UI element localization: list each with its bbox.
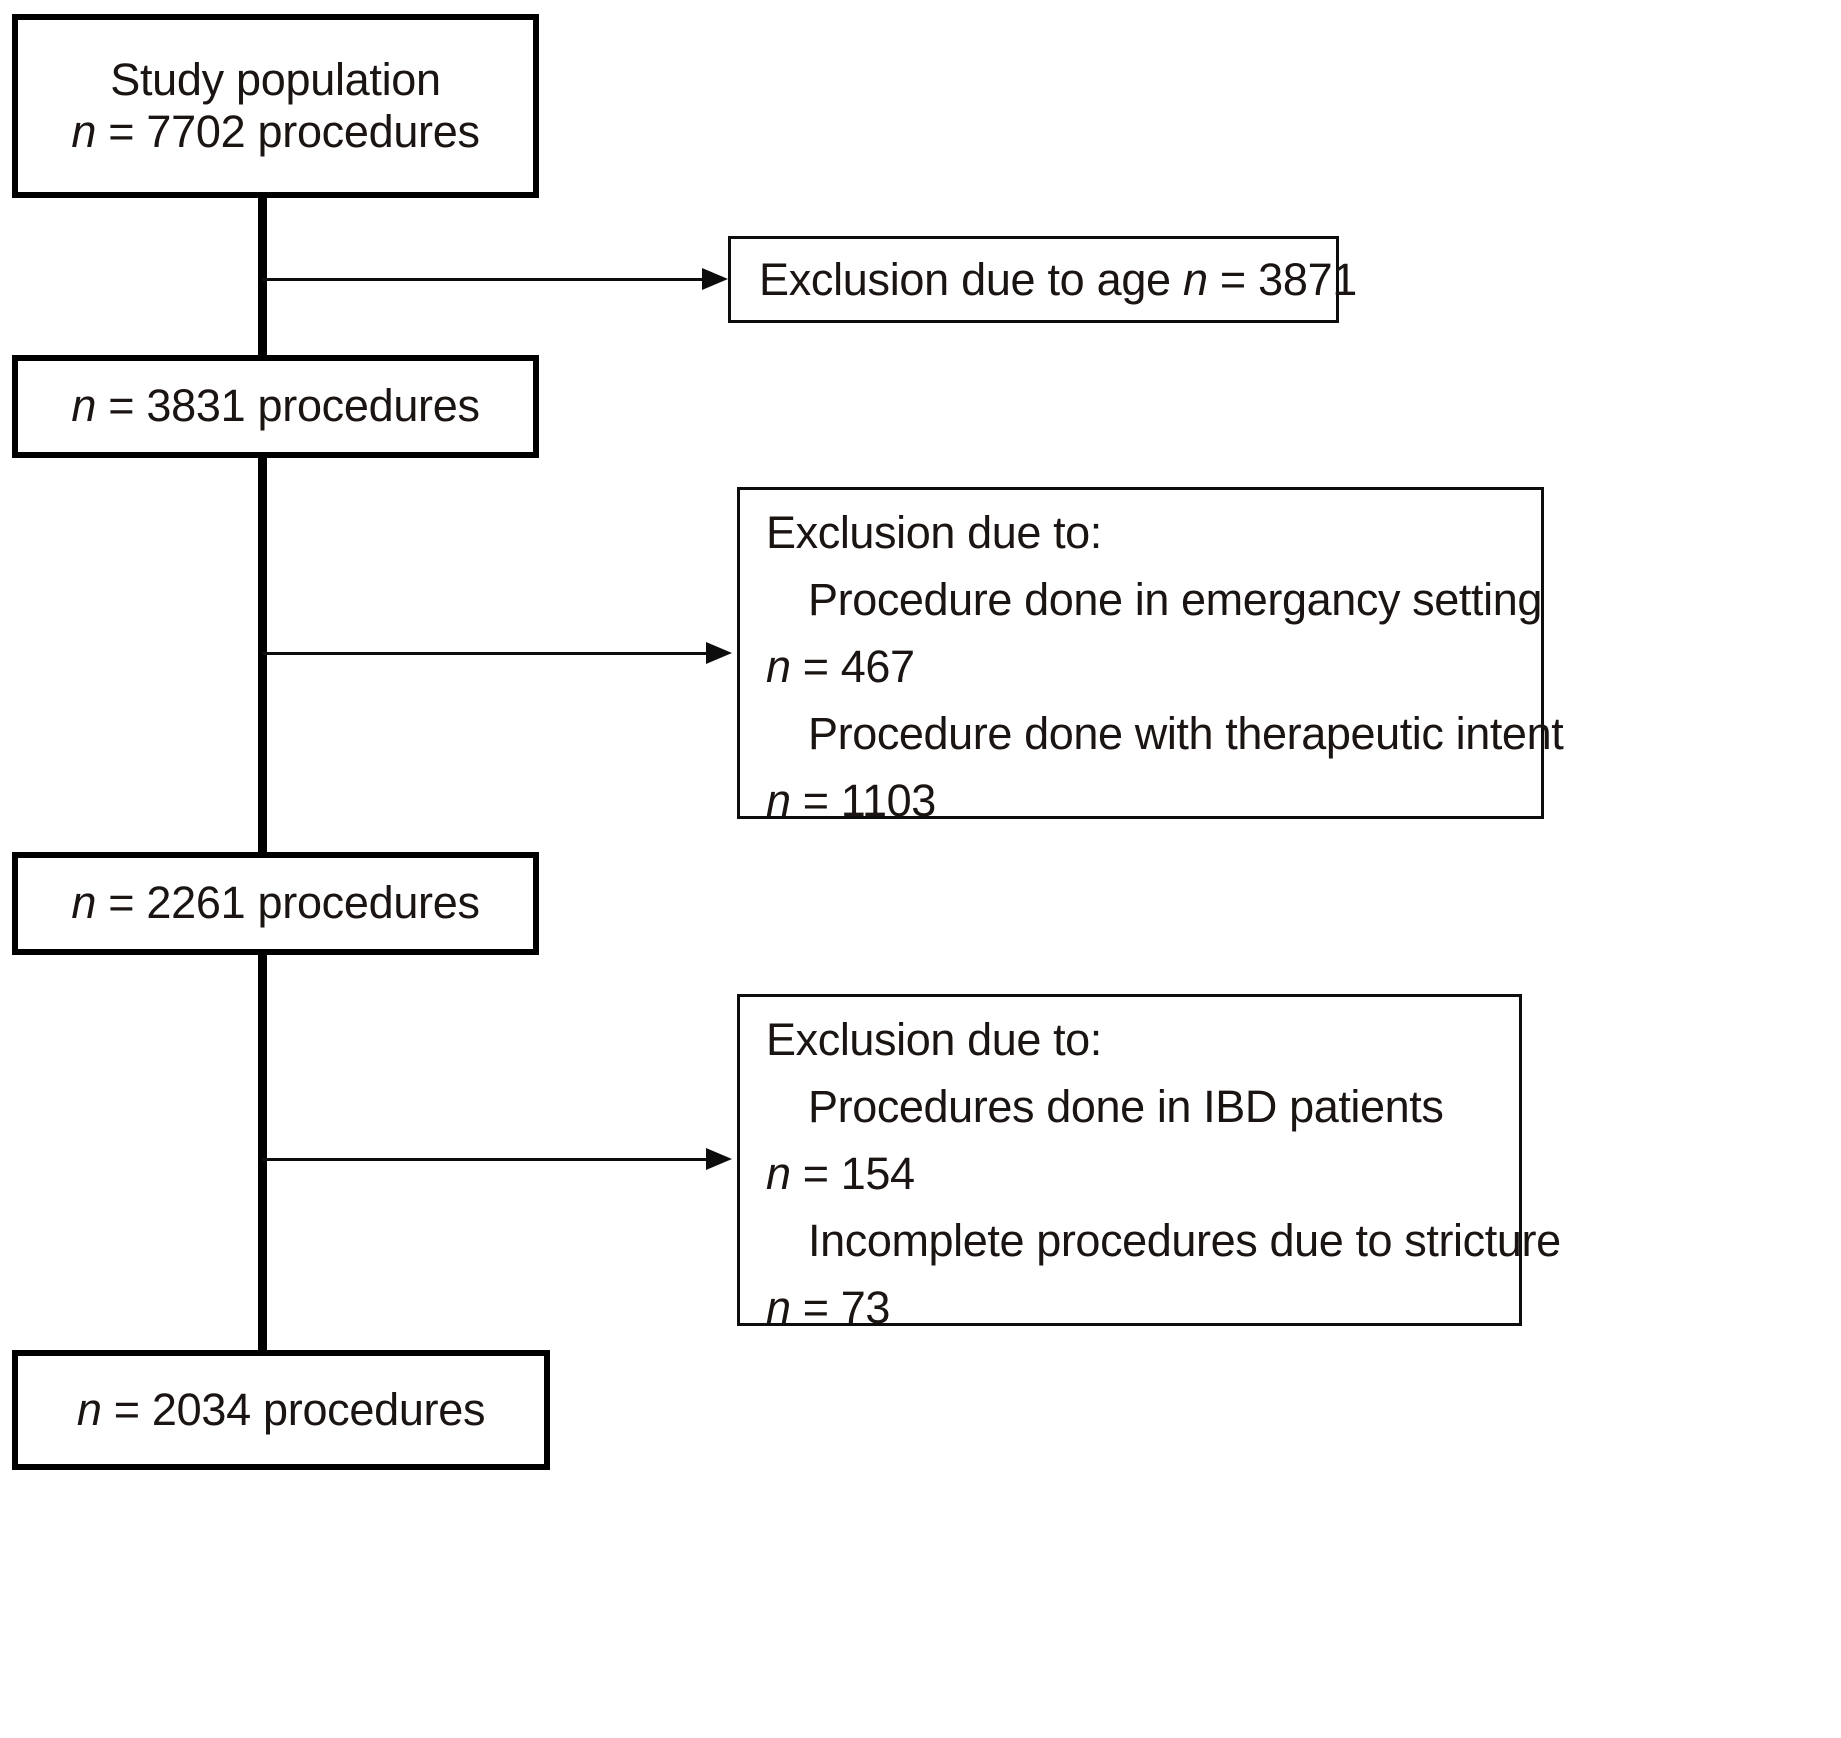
exclusion-setting-intent-body: Exclusion due to: Procedure done in emer… (766, 507, 1564, 823)
exclusion-count-therapeutic-value: = 1103 (790, 775, 937, 826)
study-population-title: Study population (110, 53, 441, 105)
after-setting-exclusion-count: n = 2261 procedures (71, 877, 480, 929)
arrowhead-to-exclusion-age (702, 268, 728, 290)
n-symbol: n (76, 1383, 102, 1435)
after-age-exclusion-count: n = 3831 procedures (71, 380, 480, 432)
exclusion-count-ibd: n = 154 (766, 1151, 1513, 1196)
box-study-population: Study population n = 7702 procedures (12, 14, 539, 198)
exclusion-count-emergency: n = 467 (766, 644, 1535, 689)
box-exclusion-age: Exclusion due to age n = 3871 (728, 236, 1357, 323)
study-population-count-text: = 7702 procedures (96, 106, 480, 157)
after-age-exclusion-count-text: = 3831 procedures (96, 380, 480, 432)
arrow-line-to-exclusion-age (262, 278, 710, 281)
n-symbol: n (71, 877, 97, 929)
exclusion-age-text: Exclusion due to age n = 3871 (759, 254, 1357, 306)
n-symbol: n (766, 1148, 791, 1199)
exclusion-age-suffix: = 3871 (1207, 253, 1358, 305)
arrow-line-to-exclusion-ibd (262, 1158, 714, 1161)
exclusion-count-stricture-value: = 73 (790, 1282, 891, 1333)
exclusion-setting-heading: Exclusion due to: (766, 507, 1102, 558)
box-exclusion-setting-intent: Exclusion due to: Procedure done in emer… (737, 487, 1564, 823)
arrow-line-to-exclusion-setting (262, 652, 714, 655)
n-symbol: n (1183, 253, 1208, 305)
exclusion-count-emergency-value: = 467 (790, 641, 915, 692)
box-exclusion-ibd-stricture: Exclusion due to: Procedures done in IBD… (737, 994, 1561, 1330)
study-population-count: n = 7702 procedures (71, 106, 480, 158)
exclusion-reason-stricture: Incomplete procedures due to stricture (808, 1215, 1561, 1266)
exclusion-count-stricture: n = 73 (766, 1285, 1513, 1330)
arrowhead-to-exclusion-setting (706, 642, 732, 664)
final-cohort-count: n = 2034 procedures (76, 1383, 486, 1436)
exclusion-ibd-stricture-body: Exclusion due to: Procedures done in IBD… (766, 1014, 1561, 1330)
after-setting-exclusion-count-text: = 2261 procedures (96, 877, 480, 929)
box-after-setting-exclusion: n = 2261 procedures (12, 852, 539, 955)
arrowhead-to-exclusion-ibd (706, 1148, 732, 1170)
n-symbol: n (71, 380, 97, 432)
exclusion-count-ibd-value: = 154 (790, 1148, 915, 1199)
exclusion-age-prefix: Exclusion due to age (759, 253, 1183, 305)
exclusion-reason-therapeutic: Procedure done with therapeutic intent (808, 708, 1564, 759)
box-after-age-exclusion: n = 3831 procedures (12, 355, 539, 458)
exclusion-reason-emergency: Procedure done in emergancy setting (808, 574, 1542, 625)
exclusion-count-therapeutic: n = 1103 (766, 778, 1535, 823)
box-final-cohort: n = 2034 procedures (12, 1350, 550, 1470)
exclusion-ibd-heading: Exclusion due to: (766, 1014, 1102, 1065)
trunk-connector-3 (258, 950, 267, 1354)
n-symbol: n (766, 641, 791, 692)
final-cohort-count-text: = 2034 procedures (101, 1383, 486, 1435)
n-symbol: n (766, 775, 791, 826)
n-symbol: n (71, 106, 97, 157)
n-symbol: n (766, 1282, 791, 1333)
exclusion-reason-ibd: Procedures done in IBD patients (808, 1081, 1444, 1132)
